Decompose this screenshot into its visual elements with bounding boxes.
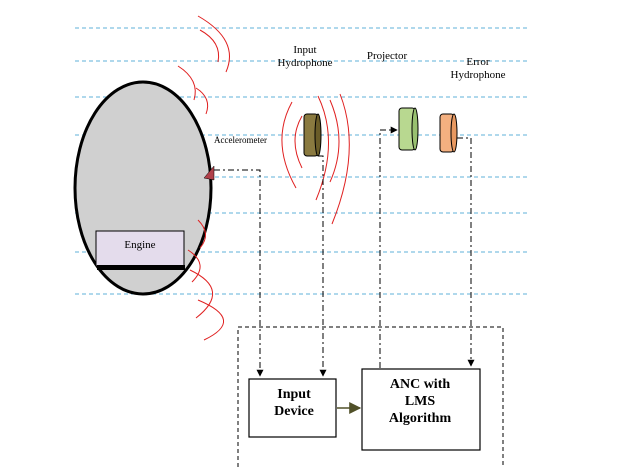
- error-hydrophone-label-line1: Error: [466, 56, 490, 68]
- error-hydrophone-label-line2: Hydrophone: [451, 69, 506, 81]
- water-lines: [75, 27, 528, 295]
- accelerometer-signal-line: [214, 169, 264, 377]
- error-hydrophone-icon: [439, 113, 458, 153]
- hydrophone-sound-waves: [281, 93, 350, 225]
- projector-drive-line: [379, 126, 398, 368]
- input-device-label-line2: Device: [274, 404, 314, 419]
- signal-lines: [214, 126, 475, 377]
- engine-mount: [97, 265, 185, 270]
- error-signal-line: [457, 137, 475, 367]
- input-hydrophone-label-line2: Hydrophone: [278, 57, 333, 69]
- projector-icon: [398, 107, 419, 151]
- input-hydrophone-icon: [303, 113, 322, 157]
- engine-label: Engine: [124, 239, 155, 251]
- anc-label-line2: LMS: [405, 394, 436, 409]
- anc-lms-box: [361, 368, 481, 451]
- input-hydrophone-label-line1: Input: [293, 44, 316, 56]
- controller-enclosure: [237, 326, 504, 467]
- anc-label-line1: ANC with: [390, 377, 450, 392]
- accelerometer-label: Accelerometer: [214, 135, 267, 145]
- projector-label: Projector: [367, 50, 408, 62]
- engine-box: [95, 230, 185, 267]
- input-device-label-line1: Input: [277, 387, 311, 402]
- accelerometer-icon: [203, 165, 215, 181]
- hull-sound-waves: [177, 15, 230, 341]
- input-device-box: [248, 378, 337, 438]
- anc-label-line3: Algorithm: [389, 411, 452, 426]
- hydrophone-signal-line: [318, 155, 327, 377]
